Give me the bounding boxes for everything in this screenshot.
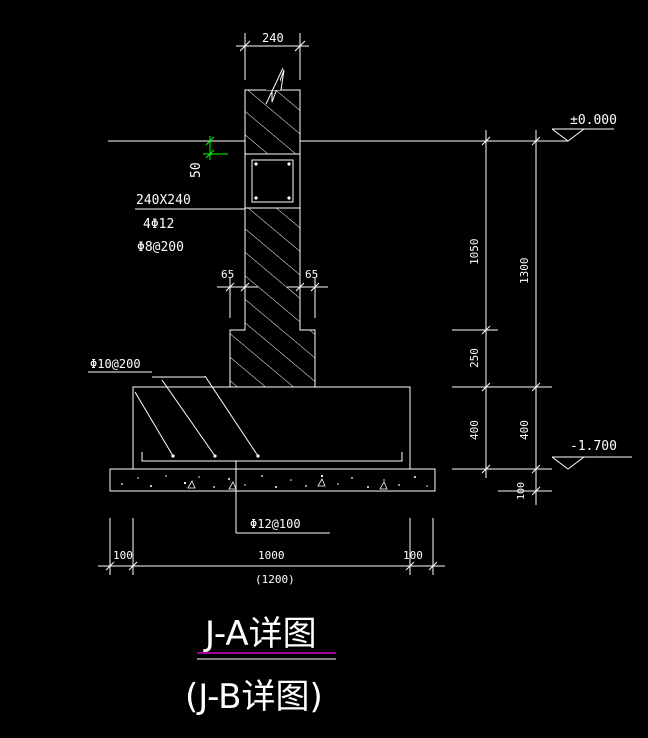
label-col-rebar: 4Φ12 (143, 217, 174, 232)
label-col-section: 240X240 (136, 193, 191, 208)
dimension-lines (88, 33, 632, 575)
label-col-stirrup: Φ8@200 (137, 240, 184, 255)
dim-height-1300: 1300 (518, 258, 531, 285)
dim-height-400-inner: 400 (468, 420, 481, 440)
wall-section (229, 67, 316, 388)
dim-base-middle: 1000 (258, 549, 285, 562)
level-bottom: -1.700 (570, 439, 617, 454)
dim-height-250: 250 (468, 348, 481, 368)
ring-beam-section (244, 153, 301, 209)
dim-height-400-outer: 400 (518, 420, 531, 440)
label-bottom-rebar: Φ12@100 (250, 517, 301, 531)
dim-base-total: (1200) (255, 573, 295, 586)
drawing-subtitle: (J-B详图) (185, 677, 323, 717)
dim-offset-50: 50 (189, 162, 204, 178)
level-top: ±0.000 (570, 113, 617, 128)
dim-height-100: 100 (516, 482, 527, 500)
bedding-layer (109, 468, 436, 492)
drawing-title: J-A详图 (203, 614, 317, 654)
dim-base-left: 100 (113, 549, 133, 562)
dim-column-width: 240 (262, 31, 284, 45)
dim-step-right: 65 (305, 268, 318, 281)
offset-marker (203, 136, 228, 160)
dim-base-right: 100 (403, 549, 423, 562)
footing-block (132, 375, 411, 470)
dim-step-left: 65 (221, 268, 234, 281)
label-wall-rebar: Φ10@200 (90, 357, 141, 371)
dim-height-1050: 1050 (468, 239, 481, 266)
